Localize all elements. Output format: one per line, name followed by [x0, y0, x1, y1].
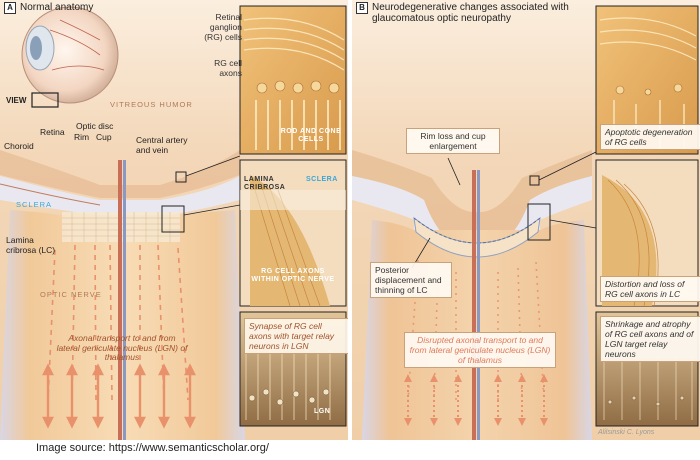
image-source-caption: Image source: https://www.semanticschola…	[36, 442, 269, 454]
label-central-artery: Central artery and vein	[136, 135, 188, 155]
inset-label-apoptotic: Apoptotic degeneration of RG cells	[600, 124, 700, 150]
label-retina: Retina	[40, 127, 65, 137]
inset-label-shrinkage: Shrinkage and atrophy of RG cell axons a…	[600, 316, 700, 362]
central-artery	[118, 160, 122, 440]
inset-label-rg-within: RG CELL AXONS WITHIN OPTIC NERVE	[251, 268, 335, 283]
inset-rg-cells	[239, 5, 347, 155]
disrupted-arrows	[407, 380, 545, 420]
central-artery-b	[472, 170, 476, 440]
artist-signature: Alilsinski C. Lyons	[598, 429, 655, 436]
view-box	[31, 92, 59, 108]
label-lamina-cribrosa: Lamina cribrosa (LC)	[6, 235, 56, 255]
panel-b-header: B Neurodegenerative changes associated w…	[356, 2, 596, 24]
panel-a-header: A Normal anatomy	[4, 2, 93, 14]
central-vein-b	[477, 170, 480, 440]
inset-label-sclera: SCLERA	[306, 176, 338, 183]
panel-normal-anatomy: A Normal anatomy VIEW VITREOUS HUMOR Ret…	[0, 0, 348, 440]
label-vitreous-humor: VITREOUS HUMOR	[110, 100, 193, 109]
normal-anatomy-illustration	[0, 0, 348, 440]
label-rim-loss: Rim loss and cup enlargement	[406, 128, 500, 154]
label-posterior-displacement: Posterior displacement and thinning of L…	[370, 262, 452, 298]
label-rim: Rim	[74, 132, 90, 142]
label-disrupted-transport: Disrupted axonal transport to and from l…	[404, 332, 556, 368]
inset-label-rod-cone: ROD AND CONE CELLS	[280, 128, 342, 143]
label-choroid: Choroid	[4, 141, 34, 151]
callout-box-rg	[175, 171, 187, 183]
transport-arrows	[42, 363, 196, 429]
panel-a-title: Normal anatomy	[20, 2, 94, 13]
label-optic-nerve: OPTIC NERVE	[40, 290, 102, 299]
label-cup: Cup	[96, 132, 112, 142]
callout-box-lc	[161, 205, 185, 233]
panel-a-letter: A	[4, 2, 16, 14]
callout-box-lc-b	[527, 203, 551, 241]
panel-glaucoma-changes: B Neurodegenerative changes associated w…	[352, 0, 700, 440]
disrupted-arrowheads	[404, 374, 548, 426]
inset-label-lgn: LGN	[314, 408, 331, 415]
label-axonal-transport: Axonal transport to and from lateral gen…	[56, 333, 188, 362]
inset-label-distortion: Distortion and loss of RG cell axons in …	[600, 276, 700, 302]
callout-box-rg-b	[529, 175, 540, 186]
inset-label-synapse: Synapse of RG cell axons with target rel…	[244, 318, 348, 354]
label-sclera: SCLERA	[16, 200, 53, 209]
panel-b-title: Neurodegenerative changes associated wit…	[372, 2, 569, 24]
inset-lamina-cribrosa	[239, 159, 347, 307]
inset-label-rg-cells: Retinal ganglion (RG) cells	[204, 12, 242, 42]
central-vein	[123, 160, 126, 440]
label-view: VIEW	[6, 96, 27, 105]
panel-b-letter: B	[356, 2, 368, 14]
label-optic-disc: Optic disc	[76, 121, 114, 131]
inset-label-rg-axons: RG cell axons	[214, 58, 242, 78]
inset-label-lamina: LAMINA CRIBROSA	[244, 176, 286, 191]
glaucoma-illustration	[352, 0, 700, 440]
